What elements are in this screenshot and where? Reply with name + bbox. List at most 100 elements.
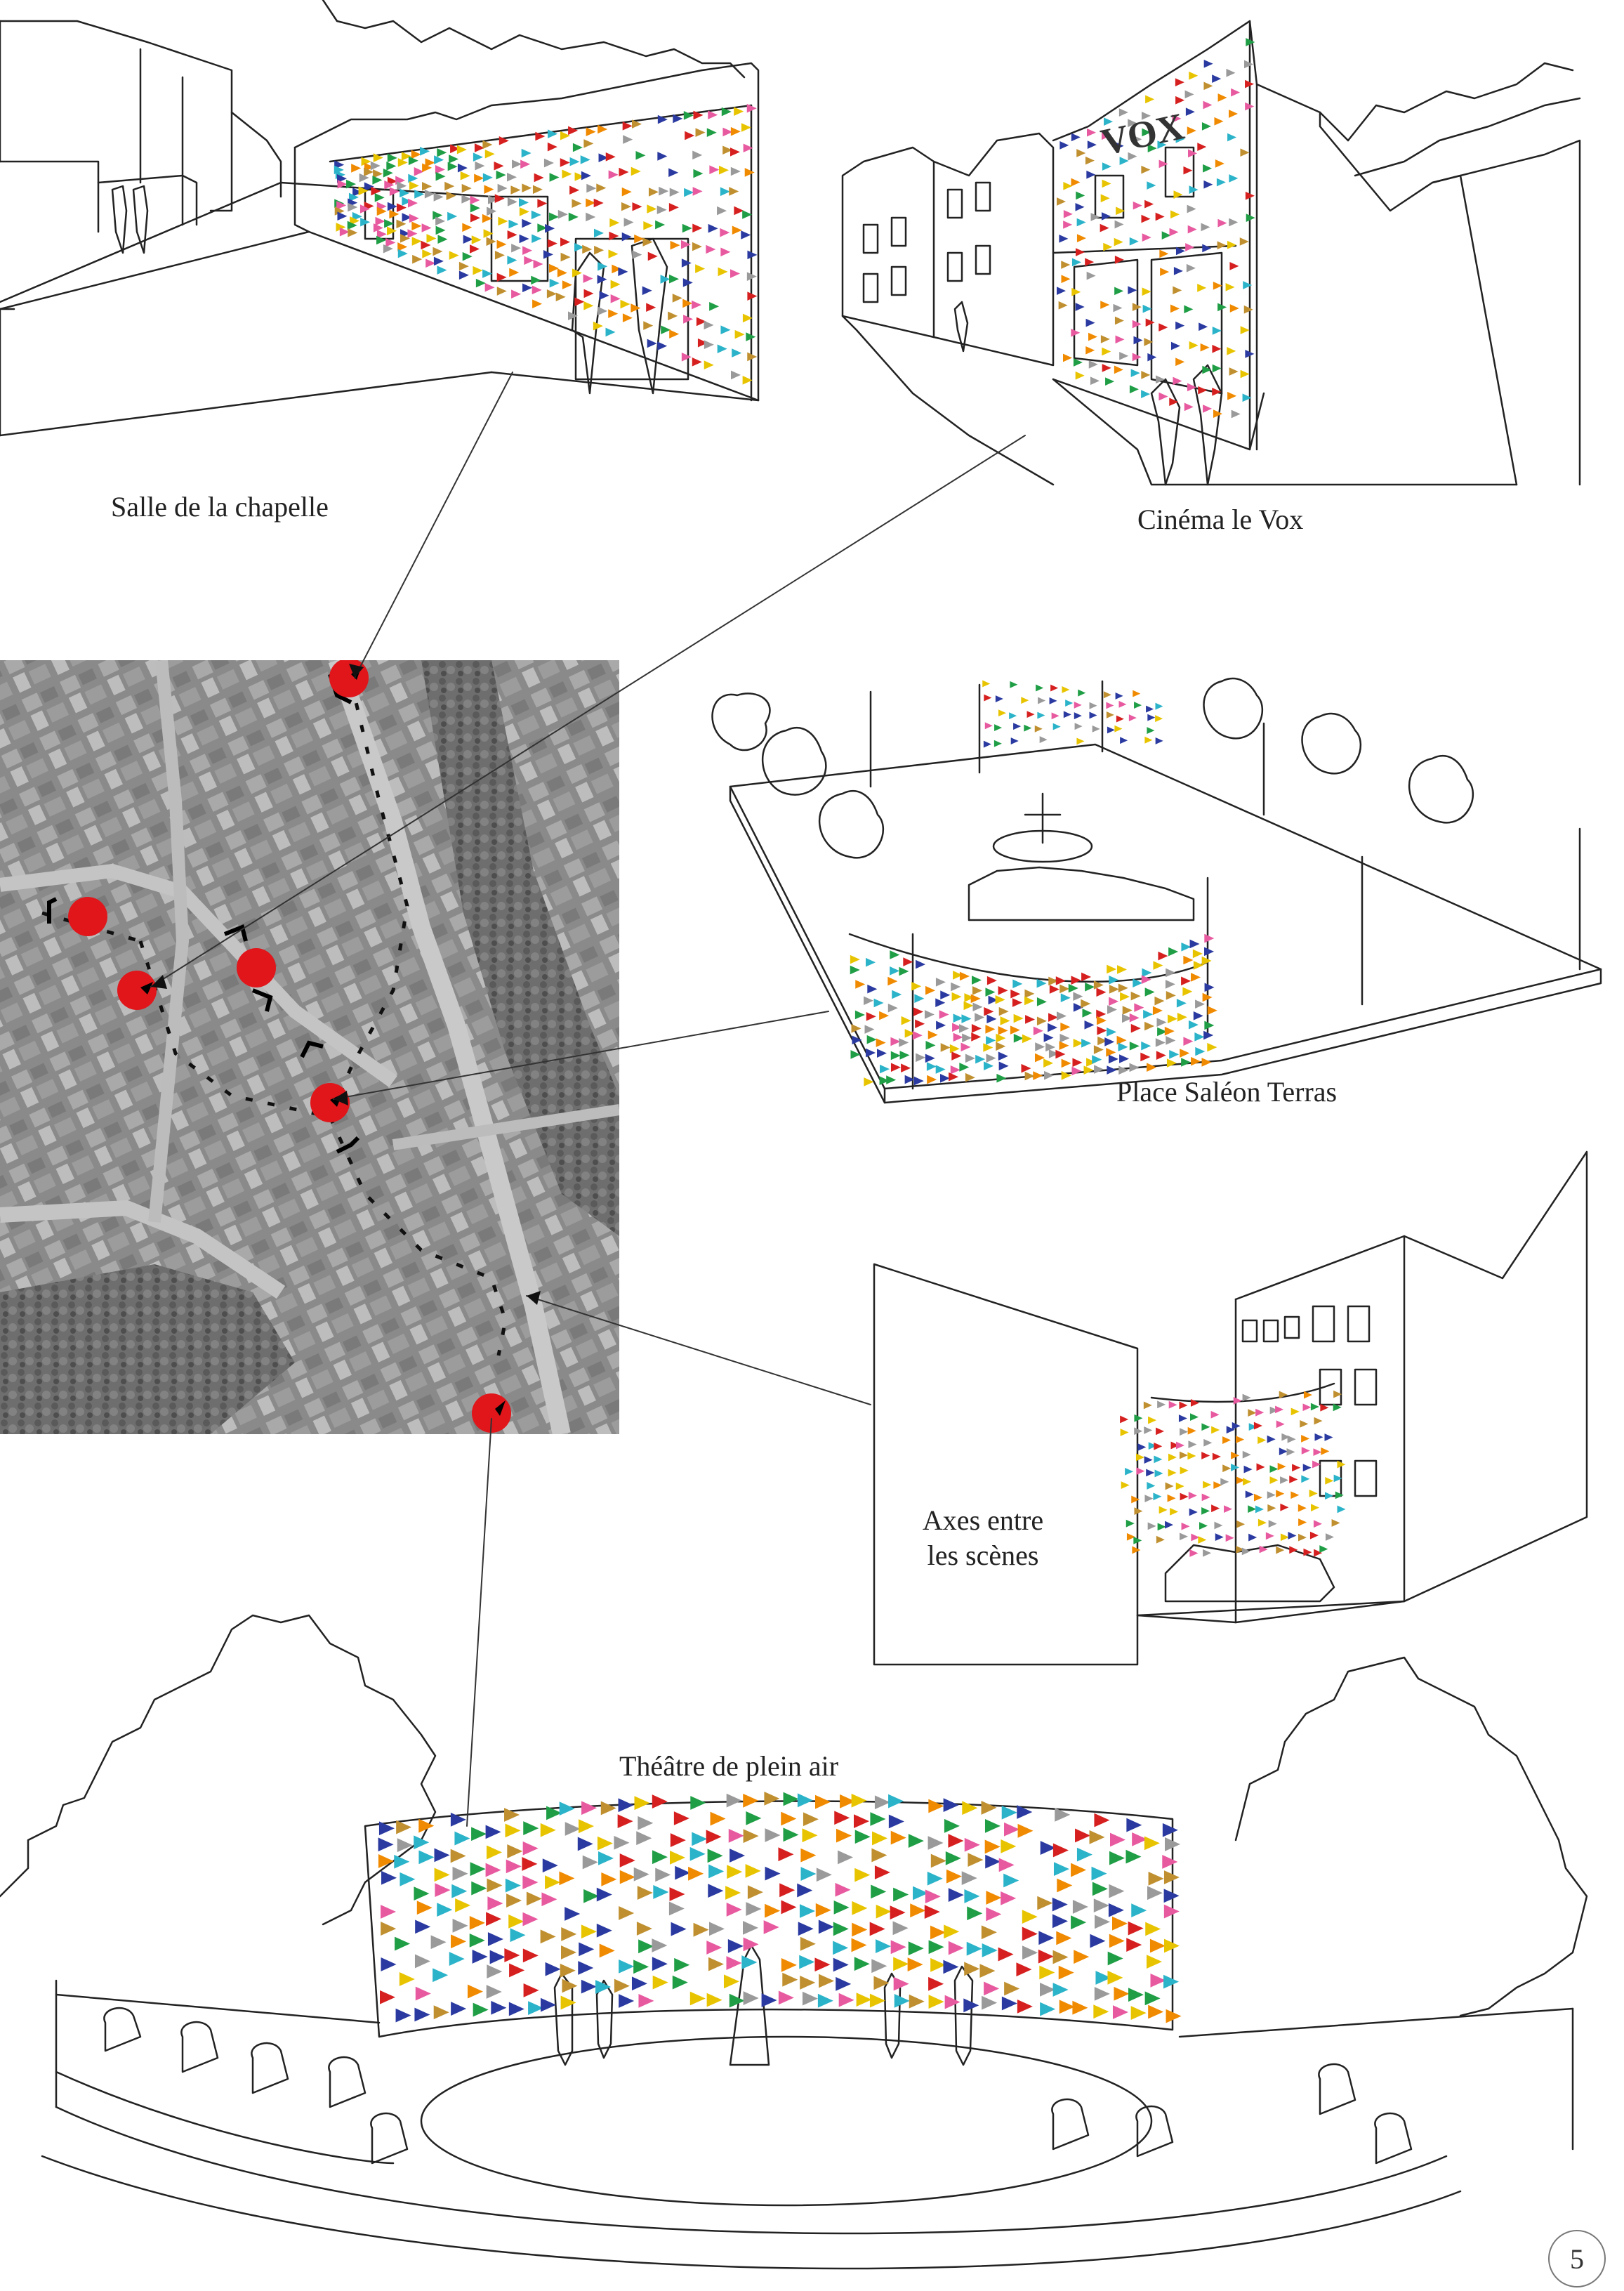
pennant (360, 217, 371, 227)
pennant (608, 170, 619, 180)
pennant (1072, 1900, 1088, 1914)
pennant (348, 228, 358, 237)
axes-pennants (1120, 1390, 1346, 1557)
pennant (518, 198, 529, 207)
pennant (596, 1887, 612, 1902)
pennant (454, 1831, 470, 1846)
pennant (1128, 1988, 1144, 2002)
pennant (1104, 117, 1114, 126)
pennant (1022, 1926, 1038, 1941)
pennant (1157, 1523, 1166, 1531)
pennant (622, 313, 633, 322)
pennant (1190, 1399, 1199, 1407)
pennant (593, 321, 603, 331)
pennant (496, 239, 507, 249)
pennant (559, 1871, 575, 1886)
pennant (522, 1875, 539, 1890)
pennant (1203, 1481, 1212, 1489)
pennant (1128, 714, 1137, 722)
pennant (1162, 1823, 1178, 1837)
pennant (707, 1849, 723, 1863)
pennant (1134, 1414, 1143, 1422)
pennant (574, 297, 585, 306)
pennant (892, 990, 902, 999)
pennant (800, 1976, 816, 1990)
pennant (1134, 1427, 1143, 1436)
pennant (522, 283, 533, 293)
pennant (643, 221, 654, 230)
pennant (583, 274, 593, 283)
pennant (819, 1974, 835, 1988)
pennant (1090, 213, 1100, 221)
pennant (983, 740, 991, 748)
pennant (852, 1901, 868, 1915)
pennant (522, 218, 532, 228)
pennant (1240, 326, 1250, 334)
pennant (387, 202, 397, 211)
pennant (1207, 1042, 1217, 1052)
pennant (873, 998, 884, 1008)
pennant (496, 170, 506, 180)
pennant (742, 313, 753, 323)
pennant (622, 122, 633, 131)
pennant (901, 1016, 911, 1025)
pennant (927, 1030, 938, 1039)
pennant (963, 1998, 979, 2013)
pennant (743, 143, 753, 153)
pennant (1109, 1851, 1125, 1865)
pennant (1168, 1014, 1178, 1023)
pennant (496, 273, 507, 282)
pennant (418, 1850, 435, 1865)
pennant (1125, 1519, 1135, 1528)
pennant (880, 1064, 890, 1074)
pennant (1097, 1036, 1108, 1046)
pennant (1071, 258, 1081, 267)
pennant (1213, 281, 1222, 290)
pennant (1061, 275, 1071, 284)
pennant (986, 1891, 1002, 1905)
pennant (599, 1943, 615, 1958)
pennant (680, 239, 691, 249)
pennant (1212, 74, 1222, 83)
pennant (1167, 1494, 1176, 1502)
pennant (545, 1875, 561, 1890)
pennant (1142, 233, 1151, 242)
pennant (1231, 409, 1241, 419)
pennant (373, 153, 383, 162)
pennant (727, 1865, 743, 1879)
pennant (888, 1794, 904, 1808)
pennant (692, 223, 703, 233)
pennant (797, 1793, 813, 1808)
pennant (1004, 1822, 1020, 1837)
pennant (717, 344, 727, 353)
pennant (984, 722, 993, 730)
pennant (420, 147, 430, 156)
pennant (890, 1037, 901, 1046)
pennant (389, 209, 400, 219)
pennant (913, 1076, 924, 1086)
pennant (337, 179, 348, 189)
pennant (1190, 1413, 1199, 1421)
pennant (381, 1870, 397, 1885)
pennant (925, 1053, 935, 1063)
pennant (397, 1838, 413, 1853)
pennant (1119, 1054, 1130, 1063)
pennant (1076, 149, 1086, 157)
pennant (499, 136, 509, 145)
caption-theatre: Théâtre de plein air (619, 1750, 839, 1782)
pennant (1243, 305, 1253, 314)
pennant (1074, 701, 1082, 709)
pennant (519, 207, 529, 216)
pennant (373, 169, 383, 178)
pennant (1175, 96, 1185, 105)
pennant (1116, 715, 1124, 723)
pennant (1059, 984, 1070, 994)
pennant (447, 211, 458, 221)
pennant (986, 976, 997, 985)
pennant (833, 1901, 850, 1915)
pennant (1191, 973, 1201, 982)
pennant (1145, 318, 1155, 327)
pennant (1236, 1436, 1245, 1444)
caption-place: Place Saléon Terras (1116, 1076, 1338, 1108)
pennant (1286, 1448, 1295, 1456)
